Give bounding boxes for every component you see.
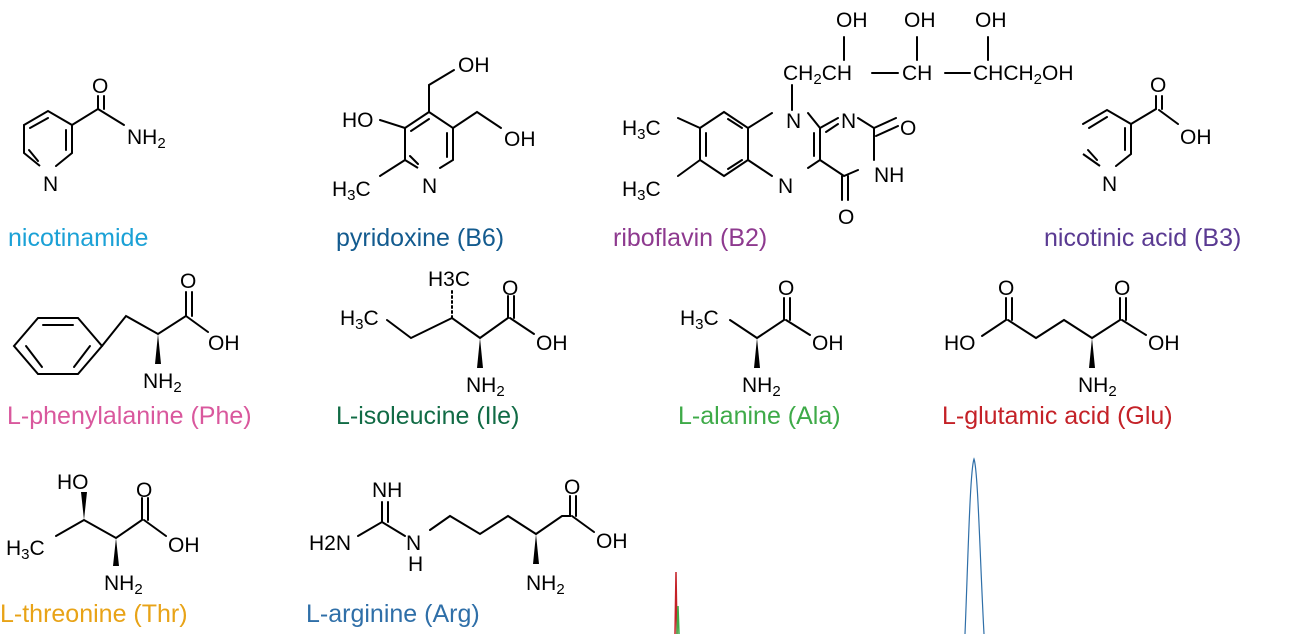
atom-oh-1: OH bbox=[836, 9, 868, 32]
atom-o4: O bbox=[838, 206, 854, 229]
atom-ho: HO bbox=[944, 332, 976, 355]
atom-ch: CH bbox=[902, 62, 932, 85]
atom-o: O bbox=[778, 277, 794, 300]
atom-n: N bbox=[406, 532, 421, 555]
label-arginine: L-arginine (Arg) bbox=[306, 600, 480, 628]
atom-o: O bbox=[564, 476, 580, 499]
atom-o-2: O bbox=[1114, 277, 1130, 300]
atom-nh2: NH2 bbox=[526, 572, 565, 598]
atom-o: O bbox=[180, 270, 196, 293]
atom-oh: OH bbox=[1180, 126, 1212, 149]
atom-nh2: NH2 bbox=[104, 572, 143, 598]
molecule-threonine: HO H3C O OH NH2 L-threonine (Thr) bbox=[0, 471, 200, 628]
atom-ch2: CH2CH bbox=[783, 62, 852, 88]
molecule-riboflavin: OH OH OH CH2CH CH CHCH2OH N N O NH N O H… bbox=[613, 9, 1074, 252]
atom-ho: HO bbox=[342, 109, 374, 132]
atom-h3c: H3C bbox=[680, 307, 719, 333]
label-threonine: L-threonine (Thr) bbox=[0, 600, 188, 628]
atom-oh: OH bbox=[596, 530, 628, 553]
atom-h3c: H3C bbox=[6, 537, 45, 563]
atom-oh: OH bbox=[812, 332, 844, 355]
atom-nh2: NH2 bbox=[742, 374, 781, 400]
spectrum-peak-blue bbox=[964, 457, 985, 634]
atom-oh: OH bbox=[168, 534, 200, 557]
molecule-arginine: NH H2N N H O OH NH2 L-arginine (Arg) bbox=[306, 476, 628, 628]
atom-h2n: H2N bbox=[309, 532, 351, 555]
spectrum-fragment bbox=[674, 457, 985, 634]
atom-chch2oh: CHCH2OH bbox=[973, 62, 1074, 88]
spectrum-spike-green bbox=[676, 605, 680, 634]
atom-oh-2: OH bbox=[904, 9, 936, 32]
atom-nh2: NH2 bbox=[127, 126, 166, 152]
atom-nh2: NH2 bbox=[1078, 374, 1117, 400]
label-nicotinic-acid: nicotinic acid (B3) bbox=[1044, 224, 1241, 252]
atom-o-1: O bbox=[998, 277, 1014, 300]
atom-n: N bbox=[422, 175, 437, 198]
atom-n1: N bbox=[841, 110, 856, 133]
atom-oh-top: OH bbox=[458, 54, 490, 77]
label-glutamic-acid: L-glutamic acid (Glu) bbox=[942, 402, 1173, 430]
label-alanine: L-alanine (Ala) bbox=[678, 402, 841, 430]
atom-h3c-2: H3C bbox=[622, 178, 661, 204]
label-phenylalanine: L-phenylalanine (Phe) bbox=[7, 402, 252, 430]
atom-o: O bbox=[92, 75, 108, 98]
label-riboflavin: riboflavin (B2) bbox=[613, 224, 767, 252]
atom-nh: NH bbox=[874, 164, 904, 187]
atom-h3c-left: H3C bbox=[340, 307, 379, 333]
atom-o2: O bbox=[900, 117, 916, 140]
label-isoleucine: L-isoleucine (Ile) bbox=[336, 402, 519, 430]
atom-nh2: NH2 bbox=[466, 374, 505, 400]
atom-oh-3: OH bbox=[975, 9, 1007, 32]
spectrum-spike-red bbox=[674, 571, 678, 634]
atom-oh: OH bbox=[536, 332, 568, 355]
atom-oh-right: OH bbox=[504, 128, 536, 151]
label-nicotinamide: nicotinamide bbox=[8, 224, 148, 252]
molecule-nicotinamide: N O NH2 nicotinamide bbox=[8, 75, 166, 252]
molecule-glutamic-acid: O HO O OH NH2 L-glutamic acid (Glu) bbox=[942, 277, 1180, 430]
atom-n: N bbox=[43, 173, 58, 196]
atom-oh: OH bbox=[1148, 332, 1180, 355]
atom-n5: N bbox=[778, 175, 793, 198]
molecule-alanine: H3C O OH NH2 L-alanine (Ala) bbox=[678, 277, 844, 430]
atom-h3c-1: H3C bbox=[622, 117, 661, 143]
label-pyridoxine: pyridoxine (B6) bbox=[336, 224, 504, 252]
molecule-isoleucine: H3C H3C O OH NH2 L-isoleucine (Ile) bbox=[336, 268, 568, 430]
molecule-nicotinic-acid: O OH N nicotinic acid (B3) bbox=[1044, 74, 1241, 252]
atom-oh: OH bbox=[208, 332, 240, 355]
atom-nh-top: NH bbox=[372, 479, 402, 502]
atom-o: O bbox=[502, 277, 518, 300]
atom-h: H bbox=[408, 553, 423, 576]
atom-o: O bbox=[136, 479, 152, 502]
molecule-phenylalanine: O OH NH2 L-phenylalanine (Phe) bbox=[7, 270, 252, 430]
atom-h3c: H3C bbox=[332, 178, 371, 204]
atom-ho: HO bbox=[57, 471, 89, 494]
atom-n: N bbox=[1102, 173, 1117, 196]
atom-n10: N bbox=[786, 110, 801, 133]
molecule-pyridoxine: OH HO OH H3C N pyridoxine (B6) bbox=[332, 54, 536, 252]
atom-o: O bbox=[1150, 74, 1166, 97]
atom-h3c-top: H3C bbox=[428, 268, 470, 291]
atom-nh2: NH2 bbox=[143, 370, 182, 396]
